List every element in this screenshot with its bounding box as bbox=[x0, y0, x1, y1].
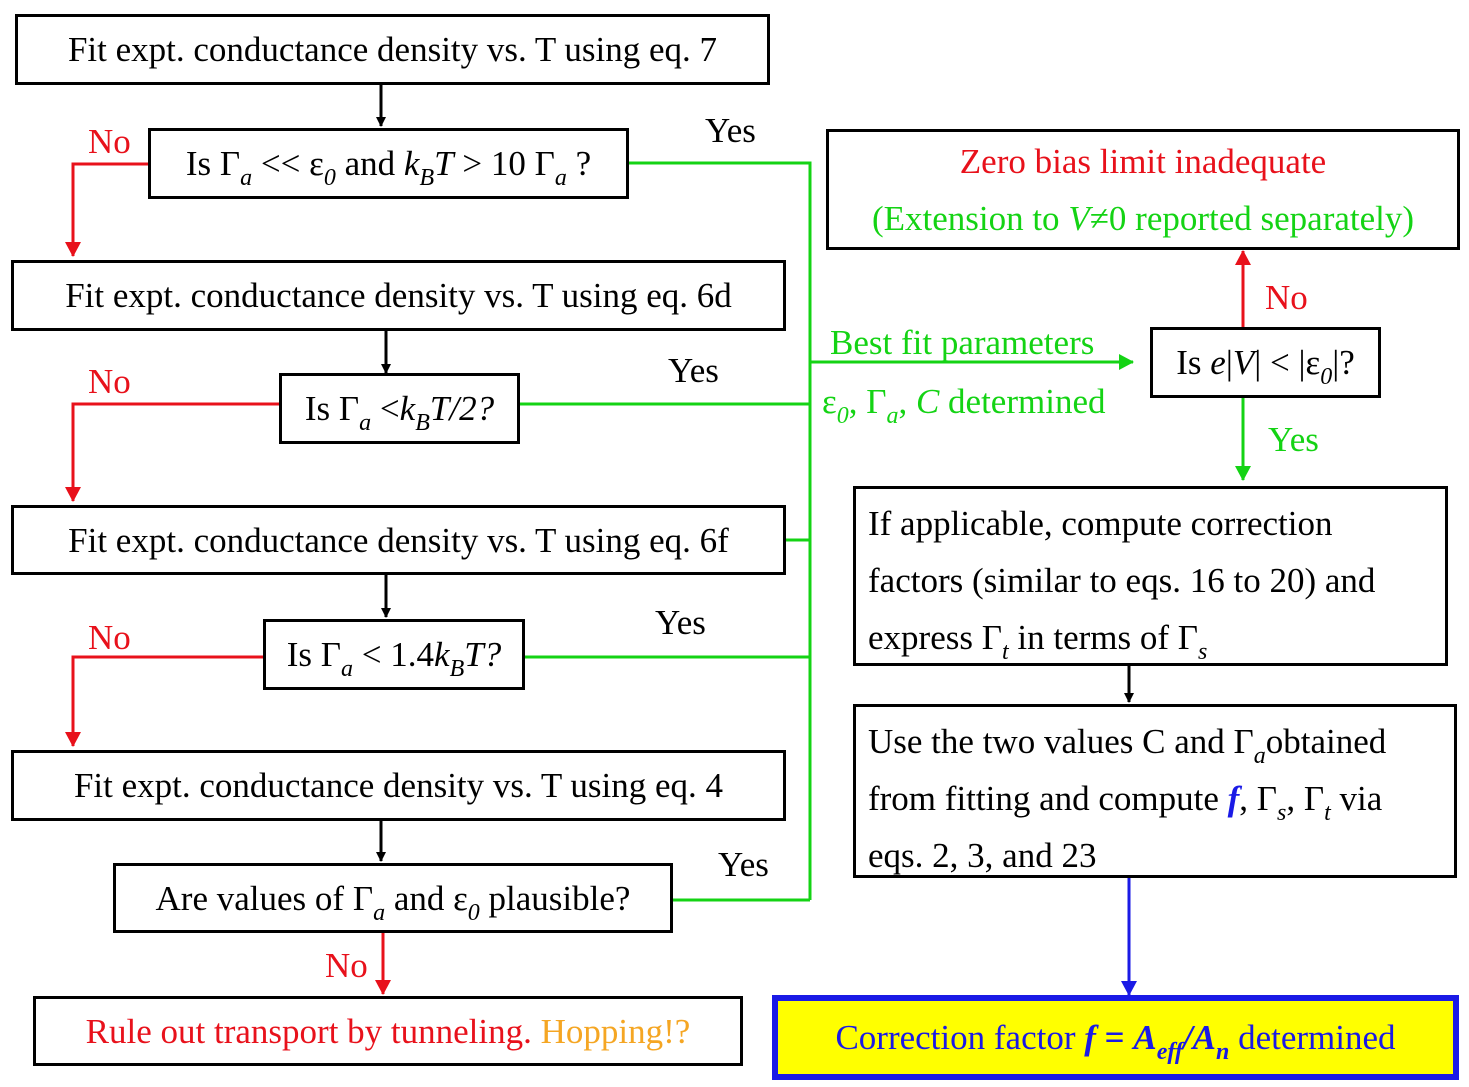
box-fit-eq7-text: Fit expt. conductance density vs. T usin… bbox=[67, 30, 718, 69]
box-fit-eq6d: Fit expt. conductance density vs. T usin… bbox=[11, 260, 786, 331]
final-text: Correction factor f = Aeff/An determined bbox=[835, 1018, 1396, 1065]
box-fit-eq4: Fit expt. conductance density vs. T usin… bbox=[11, 750, 786, 821]
box-fit-eq6f-text: Fit expt. conductance density vs. T usin… bbox=[68, 520, 729, 560]
box-fit-eq6d-text: Fit expt. conductance density vs. T usin… bbox=[65, 276, 732, 315]
best-fit-label: Best fit parameters bbox=[830, 323, 1095, 362]
decision-q3-text: Is Γa < 1.4kBT? bbox=[286, 635, 502, 682]
zero-bias-title: Zero bias limit inadequate bbox=[959, 141, 1327, 181]
yes-label-q2: Yes bbox=[668, 351, 719, 390]
box-rule-out: Rule out transport by tunneling. Hopping… bbox=[33, 996, 743, 1066]
no-label-qv: No bbox=[1265, 278, 1308, 317]
usetwo-line-1: Use the two values C and Γaobtained bbox=[868, 722, 1387, 769]
no-label-q4: No bbox=[325, 946, 368, 985]
decision-q1-text: Is Γa << ε0 and kBT > 10 Γa ? bbox=[185, 144, 592, 191]
decision-q2: Is Γa <kBT/2? bbox=[279, 373, 520, 444]
correction-line-1: If applicable, compute correction bbox=[868, 504, 1333, 543]
decision-q3: Is Γa < 1.4kBT? bbox=[263, 619, 525, 690]
decision-q1: Is Γa << ε0 and kBT > 10 Γa ? bbox=[148, 128, 629, 199]
rule-out-red-text: Rule out transport by tunneling. bbox=[85, 1011, 541, 1051]
yes-label-q1: Yes bbox=[705, 111, 756, 150]
box-fit-eq6f: Fit expt. conductance density vs. T usin… bbox=[11, 505, 786, 575]
usetwo-line-3: eqs. 2, 3, and 23 bbox=[868, 836, 1097, 875]
decision-q2-text: Is Γa <kBT/2? bbox=[304, 389, 495, 436]
usetwo-line-2: from fitting and compute f, Γs, Γt via bbox=[868, 779, 1383, 826]
decision-q4: Are values of Γa and ε0 plausible? bbox=[113, 863, 673, 933]
decision-q4-text: Are values of Γa and ε0 plausible? bbox=[155, 878, 631, 926]
yes-label-qv: Yes bbox=[1268, 420, 1319, 459]
box-use-two-values: Use the two values C and Γaobtained from… bbox=[853, 704, 1457, 878]
no-arrow-q1 bbox=[65, 162, 148, 257]
box-final-correction: Correction factor f = Aeff/An determined bbox=[772, 995, 1459, 1080]
no-label-q2: No bbox=[88, 362, 131, 401]
yes-label-q4: Yes bbox=[718, 845, 769, 884]
box-correction: If applicable, compute correction factor… bbox=[853, 486, 1448, 666]
no-arrow-q3 bbox=[65, 655, 263, 747]
no-label-q3: No bbox=[88, 618, 131, 657]
box-zero-bias: Zero bias limit inadequate (Extension to… bbox=[826, 129, 1460, 250]
decision-qv-text: Is e|V| < |ε0|? bbox=[1176, 343, 1355, 390]
correction-line-3: express Γt in terms of Γs bbox=[868, 618, 1208, 665]
yes-line-q1 bbox=[629, 161, 812, 900]
box-fit-eq7: Fit expt. conductance density vs. T usin… bbox=[15, 14, 770, 85]
zero-bias-note: (Extension to V≠0 reported separately) bbox=[871, 198, 1415, 238]
no-arrow-q2 bbox=[65, 402, 279, 502]
correction-line-2: factors (similar to eqs. 16 to 20) and bbox=[868, 561, 1376, 600]
box-rule-out-text: Rule out transport by tunneling. Hopping… bbox=[86, 1014, 691, 1049]
box-fit-eq4-text: Fit expt. conductance density vs. T usin… bbox=[73, 766, 724, 805]
yes-label-q3: Yes bbox=[655, 603, 706, 642]
decision-qv: Is e|V| < |ε0|? bbox=[1150, 327, 1381, 398]
no-label-q1: No bbox=[88, 122, 131, 161]
determined-label: ε0, Γa, C determined bbox=[822, 382, 1106, 429]
hopping-text: Hopping!? bbox=[540, 1011, 691, 1051]
